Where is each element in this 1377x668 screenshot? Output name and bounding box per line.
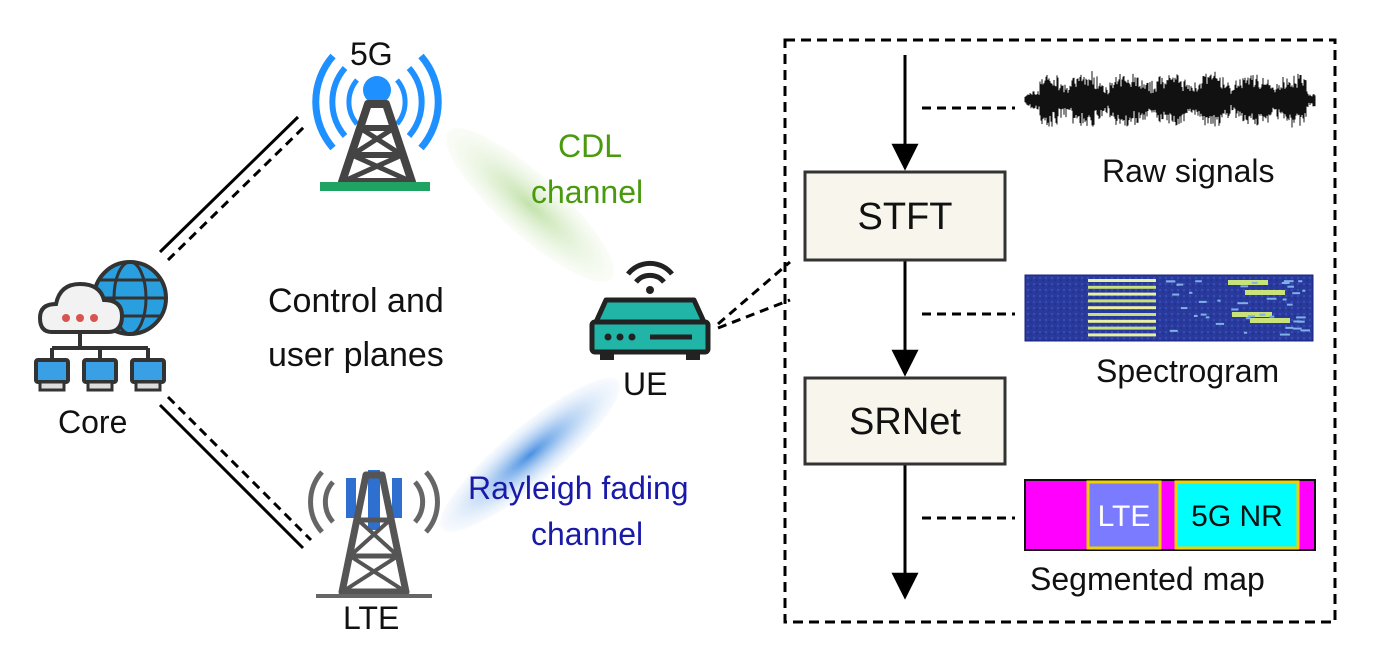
rayleigh-label-line1: Rayleigh fading: [468, 470, 689, 506]
segment-lte: [1086, 480, 1162, 550]
spectrogram-lte-band: [1088, 279, 1156, 282]
ue-panel-connector-bottom: [717, 298, 791, 330]
spectrogram-speckle: [1189, 291, 1193, 294]
core-5g-links: [158, 115, 308, 262]
cdl-label-line1: CDL: [558, 128, 623, 164]
raw-signals-label: Raw signals: [1102, 153, 1275, 189]
spectrogram-nr-burst: [1232, 312, 1272, 317]
spectrogram-nr-burst: [1250, 318, 1290, 323]
spectrogram-speckle: [1193, 314, 1198, 317]
spectrogram-speckle: [1176, 283, 1184, 286]
segmented-map-label: Segmented map: [1030, 561, 1265, 597]
segment-5g-nr: [1174, 480, 1300, 550]
srnet-box: [803, 376, 1007, 466]
spectrogram-lte-band: [1088, 292, 1156, 296]
ue-router-icon: [589, 260, 711, 360]
spectrogram-speckle: [1248, 315, 1256, 318]
tower-lte-label: LTE: [343, 600, 400, 636]
spectrogram-speckle: [1287, 285, 1294, 288]
spectrogram-lte-band: [1088, 319, 1156, 323]
spectrogram-speckle: [1198, 300, 1207, 303]
spectrogram-speckle: [1166, 280, 1176, 283]
spectrogram-speckle: [1259, 313, 1266, 316]
spectrogram-speckle: [1195, 280, 1202, 283]
spectrogram-speckle: [1266, 297, 1277, 300]
spectrogram-nr-burst: [1228, 280, 1268, 285]
ue-panel-connector-top: [717, 260, 791, 326]
spectrogram-label: Spectrogram: [1096, 353, 1280, 389]
spectrogram-speckle: [1292, 327, 1302, 330]
spectrogram-lte-band: [1088, 285, 1156, 289]
tower-5g-label: 5G: [350, 36, 393, 72]
stft-label: STFT: [858, 196, 953, 238]
spectrogram-speckle: [1205, 316, 1210, 319]
spectrogram-lte-band: [1088, 326, 1156, 330]
spectrogram-speckle: [1302, 289, 1306, 292]
spectrogram-speckle: [1251, 281, 1258, 284]
spectrogram-speckle: [1279, 333, 1290, 336]
cdl-label-line2: channel: [531, 174, 644, 210]
planes-label-line1: Control and: [268, 282, 444, 320]
srnet-label: SRNet: [849, 401, 961, 443]
tower-5g-icon: [312, 53, 442, 191]
planes-label-line2: user planes: [268, 336, 444, 374]
spectrogram-speckle: [1286, 303, 1293, 306]
spectrogram-speckle: [1231, 308, 1239, 311]
spectrogram-speckle: [1172, 293, 1180, 296]
cdl-channel-ellipse: [445, 128, 615, 282]
spectrogram-speckle: [1169, 329, 1178, 332]
spectrogram-lte-band: [1088, 313, 1156, 316]
spectrogram-speckle: [1180, 307, 1188, 310]
core-network-icon: [34, 260, 168, 392]
pipeline-panel: [783, 38, 1337, 624]
spectrogram-speckle: [1200, 313, 1207, 316]
spectrogram-speckle: [1283, 280, 1294, 283]
spectrogram-image: [1024, 274, 1314, 342]
stft-box: [803, 170, 1007, 262]
spectrogram-speckle: [1243, 331, 1248, 334]
rayleigh-channel-ellipse: [440, 378, 620, 532]
spectrogram-nr-burst: [1245, 290, 1285, 295]
spectrogram-speckle: [1293, 320, 1302, 323]
ue-label: UE: [623, 366, 668, 402]
rayleigh-label-line2: channel: [531, 516, 644, 552]
core-label: Core: [58, 404, 128, 440]
spectrogram-speckle: [1215, 322, 1225, 325]
spectrogram-speckle: [1282, 298, 1287, 301]
spectrogram-lte-band: [1088, 306, 1156, 310]
segment-lte-label: LTE: [1098, 500, 1151, 533]
spectrogram-speckle: [1298, 280, 1303, 283]
spectrogram-lte-band: [1088, 333, 1156, 337]
spectrogram-speckle: [1296, 316, 1306, 319]
segmented-map-image: LTE 5G NR: [1024, 479, 1316, 551]
raw-signal-waveform: [1024, 71, 1316, 128]
spectrogram-speckle: [1217, 299, 1221, 302]
tower-lte-icon: [308, 470, 440, 598]
spectrogram-lte-band: [1088, 299, 1156, 303]
spectrogram-speckle: [1237, 302, 1249, 305]
spectrogram-speckle: [1240, 285, 1249, 288]
segment-5g-label: 5G NR: [1191, 500, 1283, 533]
spectrogram-speckle: [1285, 326, 1294, 329]
spectrogram-speckle: [1300, 329, 1311, 332]
spectrogram-speckle: [1269, 315, 1275, 318]
spectrogram-speckle: [1245, 317, 1251, 320]
core-lte-links: [158, 395, 313, 550]
spectrogram-speckle: [1281, 282, 1290, 285]
spectrogram-speckle: [1292, 292, 1301, 295]
